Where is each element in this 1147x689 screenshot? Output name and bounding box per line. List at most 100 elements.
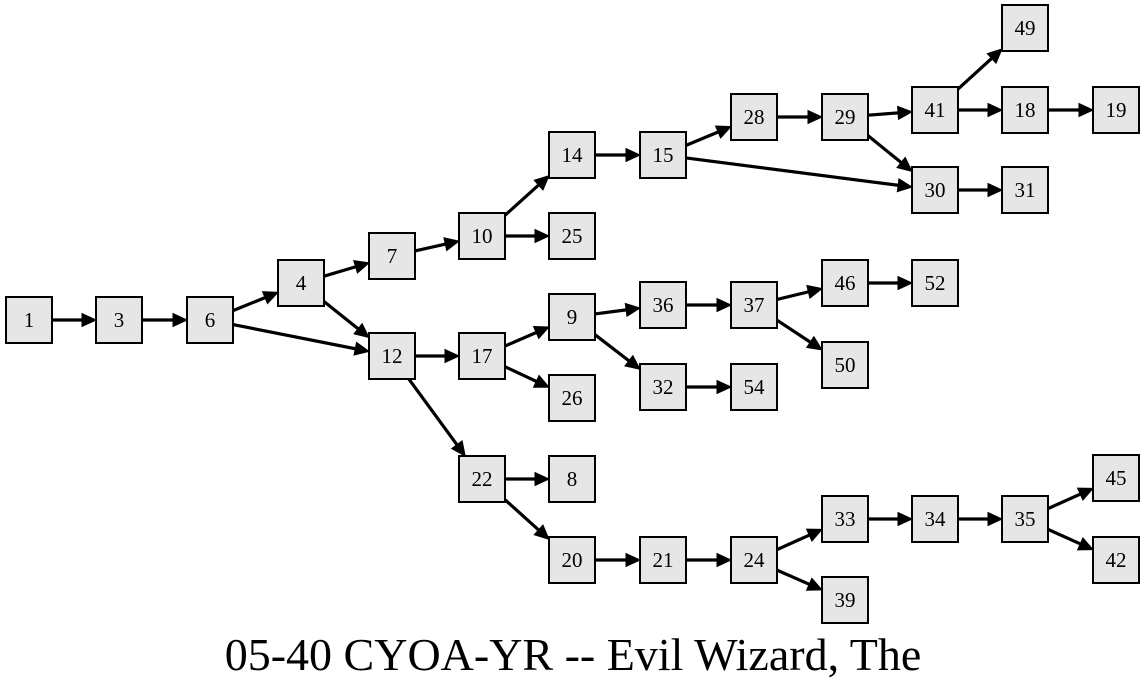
edge-7-to-10: [414, 237, 461, 253]
edge-9-to-36: [594, 302, 642, 318]
node-box: [95, 296, 143, 344]
edge-21-to-24: [686, 552, 733, 568]
node-24: 24: [730, 536, 778, 584]
node-29: 29: [821, 93, 869, 141]
arrowhead: [897, 275, 914, 291]
arrowhead: [625, 552, 642, 568]
edge-10-to-14: [503, 174, 550, 217]
edge-29-to-30: [866, 134, 913, 173]
arrowhead: [896, 105, 914, 121]
node-box: [1092, 86, 1140, 134]
node-box: [548, 455, 596, 503]
node-box: [5, 296, 53, 344]
node-18: 18: [1001, 86, 1049, 134]
node-52: 52: [911, 259, 959, 307]
node-label: 36: [653, 293, 674, 317]
node-34: 34: [911, 495, 959, 543]
edge-line: [776, 532, 812, 552]
node-box: [458, 455, 506, 503]
arrowhead: [261, 291, 280, 305]
node-22: 22: [458, 455, 506, 503]
node-35: 35: [1001, 495, 1049, 543]
node-box: [548, 131, 596, 179]
arrowhead: [986, 48, 1003, 65]
edge-line: [407, 378, 460, 448]
edge-line: [594, 308, 629, 316]
edge-24-to-33: [776, 528, 824, 552]
arrowhead: [353, 341, 371, 356]
edge-line: [594, 333, 632, 364]
arrowhead: [532, 326, 551, 340]
edge-32-to-54: [686, 379, 733, 395]
arrowhead: [806, 284, 824, 300]
node-box: [639, 281, 687, 329]
arrowhead: [987, 511, 1004, 527]
node-20: 20: [548, 536, 596, 584]
arrowhead: [987, 102, 1004, 118]
edge-46-to-52: [868, 275, 914, 291]
node-box: [821, 259, 869, 307]
node-30: 30: [911, 166, 959, 214]
node-14: 14: [548, 131, 596, 179]
node-label: 21: [653, 548, 674, 572]
arrowhead: [624, 302, 642, 318]
arrowhead: [716, 297, 733, 313]
edge-3-to-6: [142, 312, 189, 328]
node-39: 39: [821, 576, 869, 624]
node-label: 8: [567, 467, 578, 491]
arrowhead: [443, 237, 461, 252]
node-label: 35: [1015, 507, 1036, 531]
arrowhead: [896, 177, 914, 193]
edge-17-to-26: [504, 365, 551, 388]
node-25: 25: [548, 212, 596, 260]
node-4: 4: [277, 259, 325, 307]
node-box: [458, 332, 506, 380]
arrowhead: [624, 354, 641, 371]
node-1: 1: [5, 296, 53, 344]
node-label: 34: [925, 507, 947, 531]
edge-15-to-28: [685, 125, 733, 147]
arrowhead: [1076, 487, 1095, 501]
edge-6-to-4: [232, 291, 280, 313]
arrowhead: [897, 511, 914, 527]
edge-22-to-8: [505, 471, 551, 487]
edge-37-to-50: [776, 318, 823, 351]
node-box: [639, 363, 687, 411]
arrowhead: [805, 335, 823, 351]
edge-41-to-18: [958, 102, 1004, 118]
node-46: 46: [821, 259, 869, 307]
edge-35-to-42: [1047, 527, 1095, 551]
node-box: [1001, 166, 1049, 214]
arrowhead: [1078, 102, 1095, 118]
node-37: 37: [730, 281, 778, 329]
node-label: 45: [1106, 466, 1127, 490]
edge-22-to-20: [503, 498, 550, 541]
arrowhead: [450, 439, 466, 457]
node-label: 6: [205, 308, 216, 332]
edge-36-to-37: [686, 297, 733, 313]
arrowhead: [534, 471, 551, 487]
node-box: [911, 495, 959, 543]
node-9: 9: [548, 293, 596, 341]
edge-9-to-32: [594, 333, 641, 371]
node-label: 42: [1106, 548, 1127, 572]
edge-28-to-29: [777, 109, 824, 125]
edge-14-to-15: [595, 147, 642, 163]
node-box: [548, 374, 596, 422]
node-label: 18: [1015, 98, 1036, 122]
arrowhead: [81, 312, 98, 328]
edge-line: [685, 156, 901, 188]
node-label: 46: [835, 271, 856, 295]
arrowhead: [1076, 537, 1095, 551]
arrowhead: [353, 259, 371, 274]
edge-line: [867, 111, 901, 117]
edge-35-to-45: [1047, 487, 1095, 511]
edge-41-to-49: [956, 48, 1003, 91]
diagram-title: 05-40 CYOA-YR -- Evil Wizard, The: [225, 629, 922, 680]
node-15: 15: [639, 131, 687, 179]
edge-line: [414, 242, 448, 253]
node-box: [730, 93, 778, 141]
node-label: 14: [562, 143, 584, 167]
node-label: 26: [562, 386, 583, 410]
